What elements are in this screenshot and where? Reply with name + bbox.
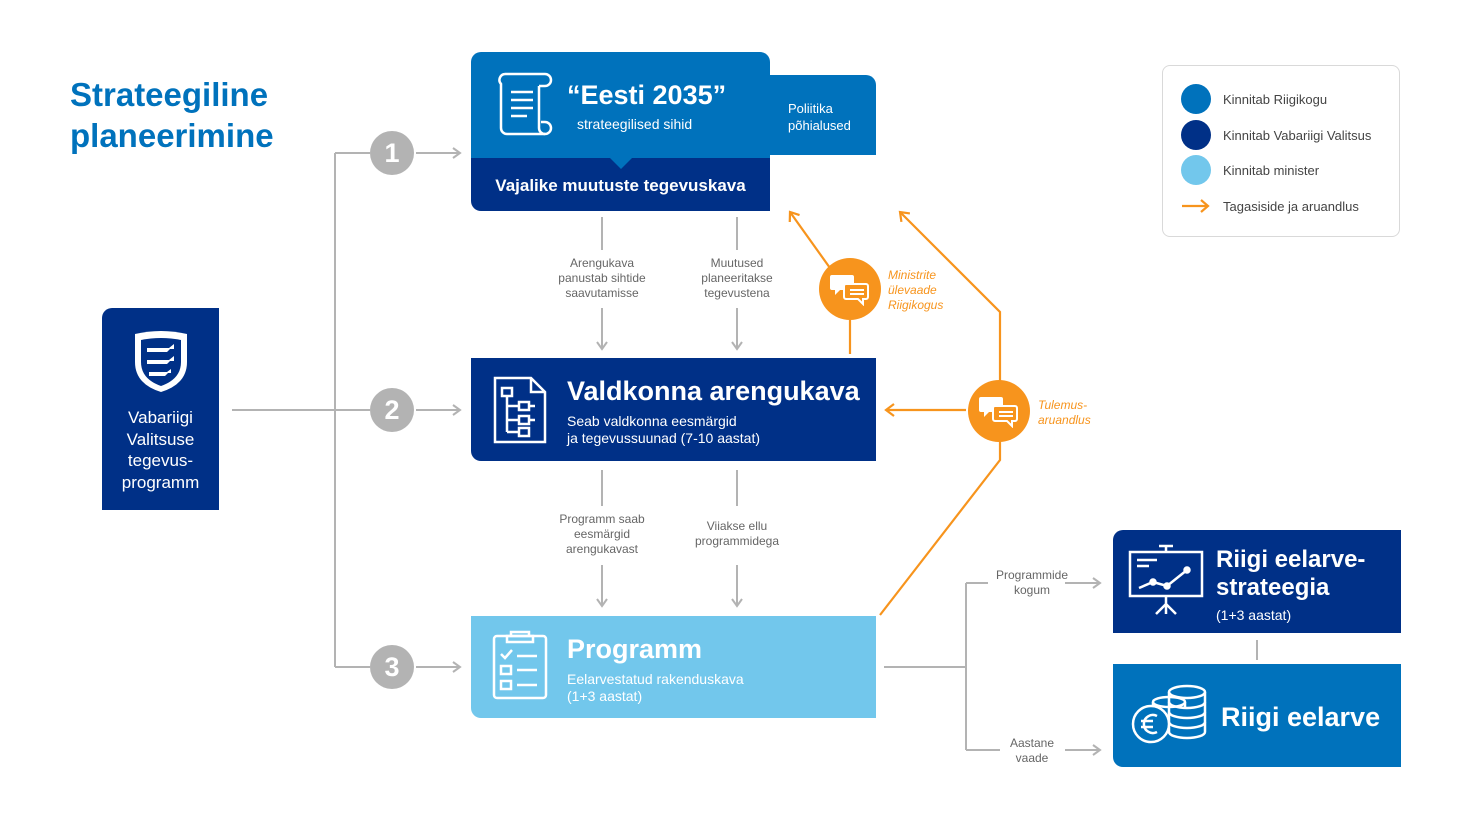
action-plan-label: Vajalike muutuste tegevuskava [495,176,746,195]
checklist-icon [492,630,548,700]
step-3-badge: 3 [370,645,414,689]
legend: Kinnitab Riigikogu Kinnitab Vabariigi Va… [1162,65,1400,237]
budget-strategy-title: Riigi eelarve- strateegia [1216,546,1366,601]
policy-basis-label: Poliitika põhialused [788,101,851,133]
programme-title: Programm [567,634,703,664]
legend-label: Kinnitab Vabariigi Valitsus [1223,127,1372,143]
budget-strategy-box: Riigi eelarve- strateegia (1+3 aastat) [1113,530,1401,633]
page-title: Strateegiline planeerimine [70,74,274,156]
step-1-badge: 1 [370,131,414,175]
step-2-badge: 2 [370,388,414,432]
org-chart-icon [493,376,547,444]
legend-swatch-minister [1181,155,1211,185]
eesti-2035-subtitle: strateegilised sihid [577,116,693,132]
ministers-review-note: Ministrite ülevaade Riigikogus [888,268,944,312]
note-programme-set: Programmide kogum [995,568,1069,597]
legend-label: Kinnitab Riigikogu [1223,91,1328,107]
legend-swatch-riigikogu [1181,84,1211,114]
results-report-badge [968,380,1030,442]
sector-plan-title: Valdkonna arengukava [567,376,860,406]
orange-arrow-icon [1182,199,1210,213]
policy-basis-box: Poliitika põhialused [760,75,876,155]
legend-item-valitsus: Kinnitab Vabariigi Valitsus [1181,120,1371,150]
speech-bubbles-icon [830,275,869,306]
presentation-board-icon [1128,544,1204,615]
note-annual-view: Aastane vaade [1009,736,1055,765]
legend-label: Kinnitab minister [1223,162,1320,178]
state-budget-box: Riigi eelarve [1113,664,1401,767]
note-changes-planned: Muutused planeeritakse tegevustena [701,256,773,300]
title-line-2: planeerimine [70,117,274,154]
note-programme-gets-goals: Programm saab eesmärgid arengukavast [559,512,645,556]
estonian-coat-of-arms-icon [135,331,187,392]
ministers-review-badge [819,258,881,320]
results-report-note: Tulemus- aruandlus [1038,398,1091,427]
legend-swatch-valitsus [1181,120,1211,150]
note-contributes: Arengukava panustab sihtide saavutamisse [558,256,646,300]
feedback-line-results [879,440,1002,616]
government-programme-box: Vabariigi Valitsuse tegevus- programm [102,308,219,510]
legend-label: Tagasiside ja aruandlus [1223,198,1359,214]
budget-strategy-period: (1+3 aastat) [1216,607,1292,623]
eesti-2035-title: “Eesti 2035” [567,80,727,110]
legend-item-riigikogu: Kinnitab Riigikogu [1181,84,1327,114]
government-programme-label: Vabariigi Valitsuse tegevus- programm [121,408,200,492]
speech-bubbles-icon-2 [979,397,1018,428]
scroll-icon [498,72,553,136]
title-line-1: Strateegiline [70,76,269,113]
programme-description: Eelarvestatud rakenduskava (1+3 aastat) [567,671,744,704]
sector-plan-description: Seab valdkonna eesmärgid ja tegevussuuna… [567,413,761,446]
programme-box: Programm Eelarvestatud rakenduskava (1+3… [471,616,876,718]
state-budget-title: Riigi eelarve [1221,702,1381,732]
sector-development-plan-box: Valdkonna arengukava Seab valdkonna eesm… [471,358,876,461]
legend-item-minister: Kinnitab minister [1181,155,1319,185]
note-implemented: Viiakse ellu programmidega [694,519,780,548]
pointer-triangle [609,157,633,169]
euro-coins-icon [1131,684,1207,744]
eesti-2035-box: “Eesti 2035” strateegilised sihid [471,52,770,158]
legend-item-feedback: Tagasiside ja aruandlus [1181,191,1359,221]
